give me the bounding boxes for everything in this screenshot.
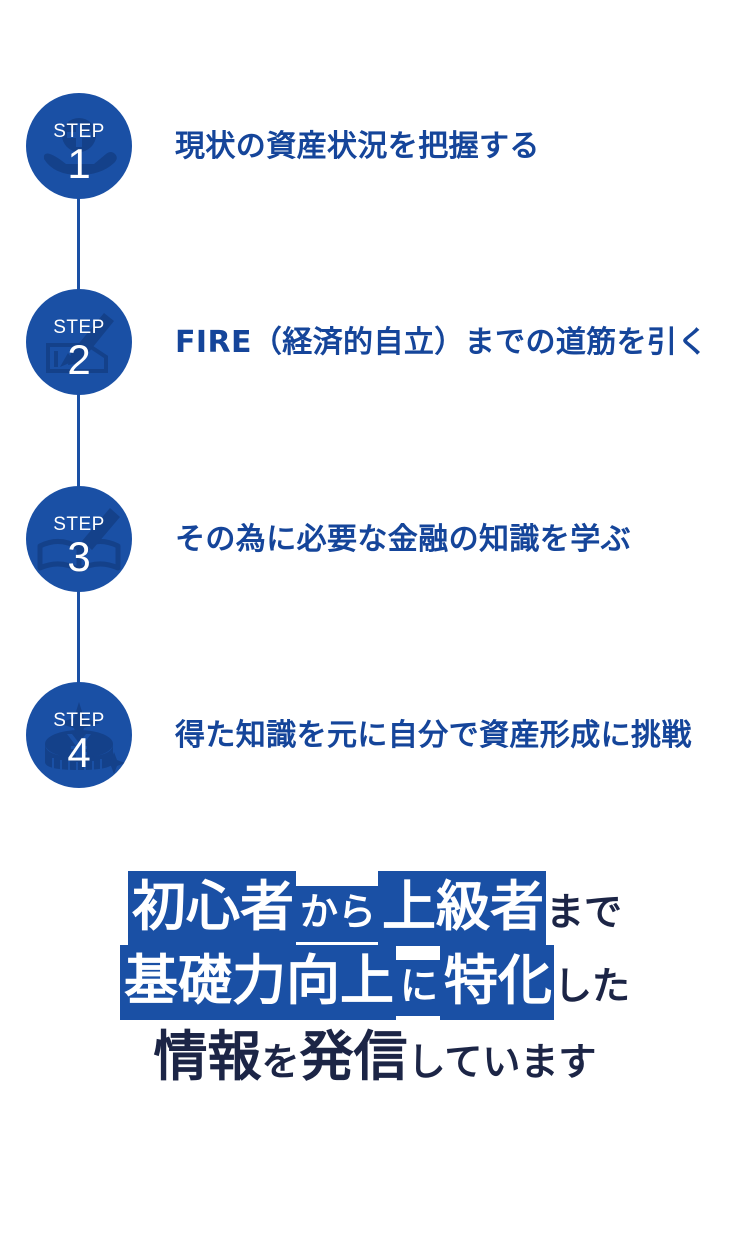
headline-highlight-1b: から bbox=[295, 886, 378, 942]
headline-highlight-2b: に bbox=[395, 960, 440, 1016]
open-book-pencil-icon bbox=[26, 486, 132, 592]
hand-writing-pen-icon bbox=[26, 289, 132, 395]
headline-part-3b: を bbox=[261, 1040, 300, 1084]
step-number: 2 bbox=[67, 335, 91, 383]
step-flow-list: STEP 1 現状の資産状況を把握する STEP 2 bbox=[0, 93, 750, 788]
step-description: FIRE（経済的自立）までの道筋を引く bbox=[175, 324, 708, 360]
step-number: 4 bbox=[67, 728, 91, 776]
headline-highlight-1c: 上級者 bbox=[378, 871, 546, 946]
step-circle-1: STEP 1 bbox=[26, 93, 132, 199]
step-connector-line bbox=[77, 150, 80, 740]
headline-part-3d: しています bbox=[407, 1040, 597, 1084]
coin-stack-yen-icon bbox=[26, 682, 132, 788]
headline-part-3a: 情報 bbox=[153, 1025, 262, 1088]
step-label: STEP bbox=[53, 513, 105, 535]
step-label: STEP bbox=[53, 316, 105, 338]
headline-line-3: 情報を発信しています bbox=[0, 1030, 750, 1084]
headline-tail-2: した bbox=[554, 964, 631, 1008]
headline-highlight-2a: 基礎力向上 bbox=[119, 945, 396, 1020]
step-description: 得た知識を元に自分で資産形成に挑戦 bbox=[175, 717, 692, 753]
step-label: STEP bbox=[53, 120, 105, 142]
step-description: 現状の資産状況を把握する bbox=[175, 128, 540, 164]
headline-highlight-2c: 特化 bbox=[440, 945, 554, 1020]
headline-tail-1: まで bbox=[546, 890, 623, 934]
step-circle-4: STEP 4 bbox=[26, 682, 132, 788]
step-row: STEP 3 その為に必要な金融の知識を学ぶ bbox=[0, 486, 750, 592]
step-row: STEP 1 現状の資産状況を把握する bbox=[0, 93, 750, 199]
step-circle-3: STEP 3 bbox=[26, 486, 132, 592]
step-circle-2: STEP 2 bbox=[26, 289, 132, 395]
step-description: その為に必要な金融の知識を学ぶ bbox=[175, 521, 631, 557]
headline-line-1: 初心者から上級者まで bbox=[0, 871, 750, 946]
headline-block: 初心者から上級者まで 基礎力向上に特化した 情報を発信しています bbox=[0, 871, 750, 1084]
step-row: STEP 2 FIRE（経済的自立）までの道筋を引く bbox=[0, 289, 750, 395]
step-number: 3 bbox=[67, 532, 91, 580]
step-row: STEP 4 得た知識を元に自分で資産形成に挑戦 bbox=[0, 682, 750, 788]
hand-holding-globe-icon bbox=[26, 93, 132, 199]
step-number: 1 bbox=[67, 139, 91, 187]
headline-line-2: 基礎力向上に特化した bbox=[0, 945, 750, 1020]
headline-highlight-1a: 初心者 bbox=[127, 871, 296, 946]
headline-part-3c: 発信 bbox=[299, 1025, 408, 1088]
step-label: STEP bbox=[53, 709, 105, 731]
